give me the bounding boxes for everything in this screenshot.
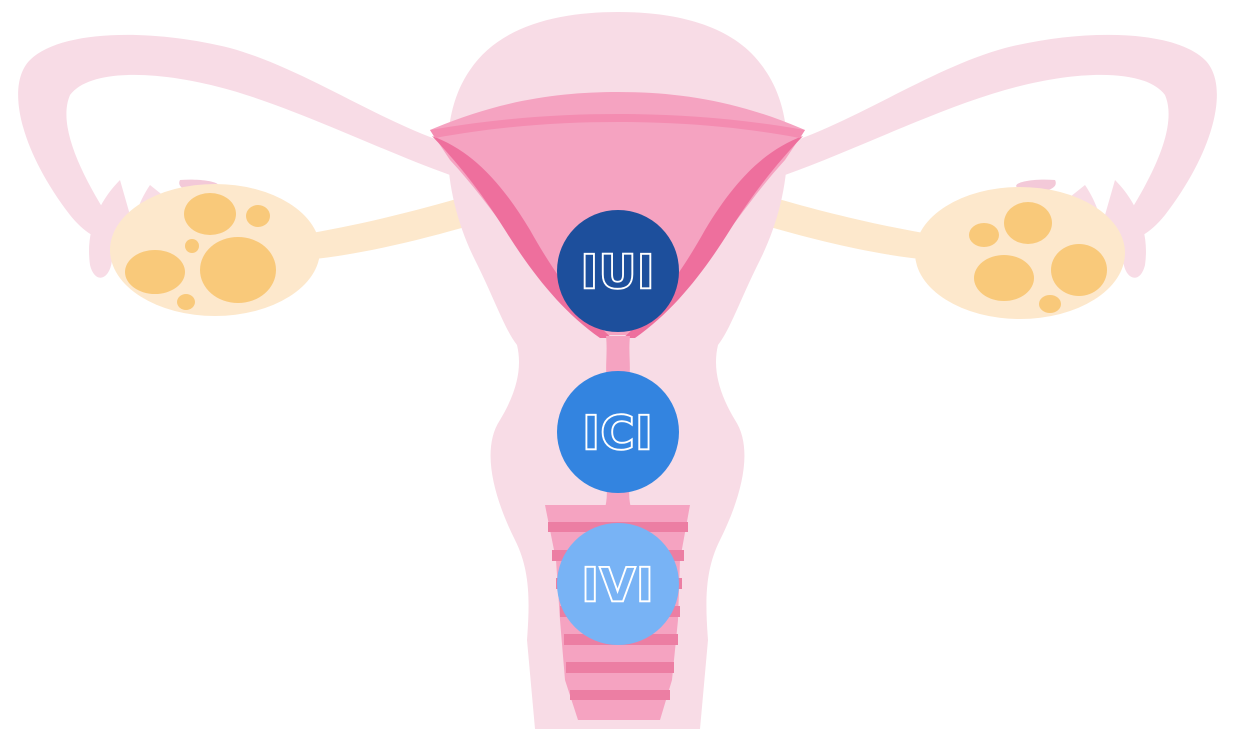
right-ovarian-ligament (763, 195, 935, 260)
left-ovarian-ligament (300, 195, 472, 260)
marker-iui-label: IUI (581, 245, 656, 299)
marker-ici-label: ICI (583, 406, 654, 460)
right-ovary (915, 187, 1125, 319)
left-ovary (110, 184, 320, 316)
marker-ivi-label: IVI (582, 558, 655, 612)
marker-ivi: IVI IVI (557, 523, 679, 645)
marker-ici: ICI ICI (557, 371, 679, 493)
marker-iui: IUI IUI (557, 210, 679, 332)
